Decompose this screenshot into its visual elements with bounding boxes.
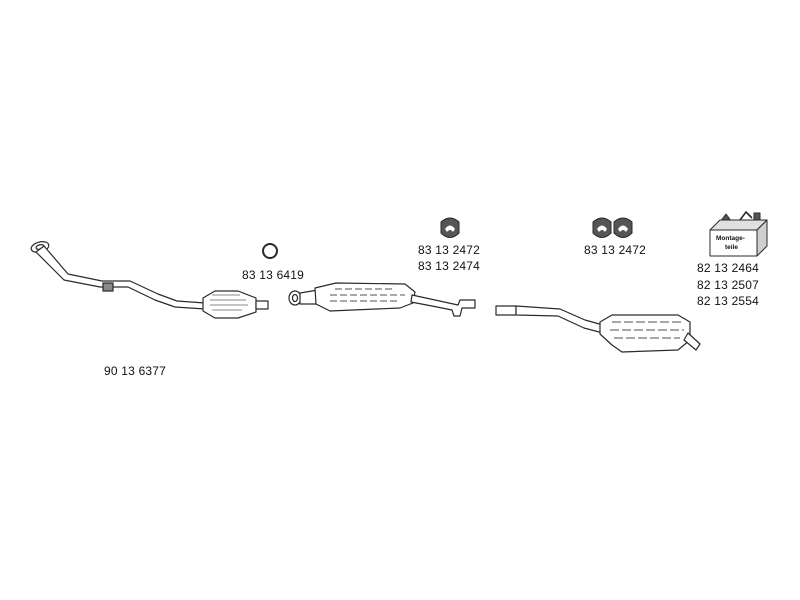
rear-pipe — [515, 305, 604, 334]
rubber-mount-rear-left — [592, 217, 612, 238]
middle-silencer-body — [314, 282, 416, 312]
rear-silencer-body — [599, 314, 691, 353]
mounting-kit-label-line2: teile — [725, 244, 738, 251]
part-number-front-pipe: 90 13 6377 — [104, 364, 167, 378]
front-pipe-body — [35, 245, 206, 310]
rubber-mount-middle — [440, 217, 460, 238]
front-pipe-with-catalytic-converter — [30, 241, 269, 319]
rear-silencer-assembly — [495, 305, 701, 353]
rear-pipe-inlet-sleeve — [495, 305, 517, 316]
mounting-kit-label-line1: Montage- — [716, 235, 745, 242]
part-number-sealing-ring: 83 13 6419 — [242, 268, 305, 282]
part-number-mounting-kit-2: 82 13 2507 — [697, 278, 760, 292]
part-number-mounting-kit-1: 82 13 2464 — [697, 261, 760, 275]
rear-tailpipe — [683, 332, 701, 351]
part-number-middle-rubber-2: 83 13 2474 — [418, 259, 481, 273]
sealing-ring — [262, 243, 278, 259]
mounting-kit-box: Montage- teile — [709, 211, 768, 257]
rubber-mount-rear-right — [613, 217, 633, 238]
part-number-middle-rubber-1: 83 13 2472 — [418, 243, 481, 257]
middle-silencer — [288, 282, 476, 317]
part-number-mounting-kit-3: 82 13 2554 — [697, 294, 760, 308]
part-number-rear-rubbers: 83 13 2472 — [584, 243, 647, 257]
